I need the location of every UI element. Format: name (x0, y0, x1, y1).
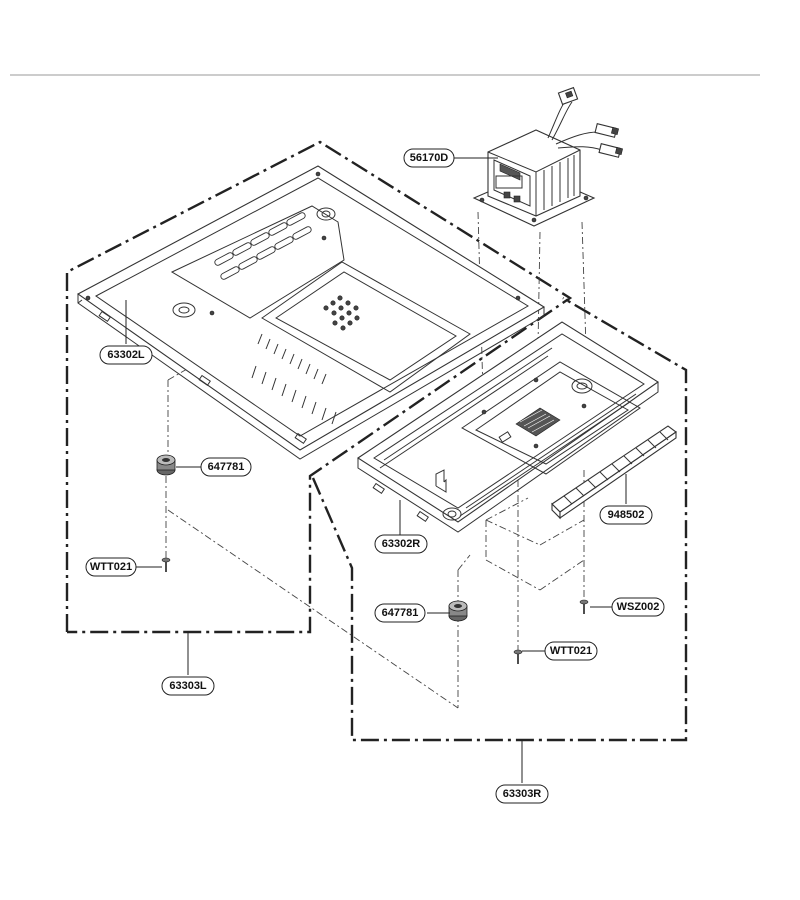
group-boundary-right (311, 296, 688, 742)
svg-text:948502: 948502 (608, 509, 645, 521)
screw-right (513, 649, 523, 664)
svg-text:63303R: 63303R (503, 788, 542, 800)
svg-text:63302L: 63302L (107, 349, 145, 361)
part-label-56170D: 56170D (403, 148, 455, 168)
svg-text:63303L: 63303L (169, 680, 207, 692)
svg-text:WTT021: WTT021 (90, 561, 132, 573)
part-label-WTT021-left: WTT021 (85, 557, 137, 577)
hole-grid-left (323, 295, 360, 331)
part-label-63302R: 63302R (374, 534, 428, 554)
svg-text:WSZ002: WSZ002 (617, 601, 660, 613)
part-label-63303R: 63303R (495, 784, 549, 804)
base-plate-left (76, 165, 546, 460)
part-label-647781-right: 647781 (374, 603, 426, 623)
foot-left (156, 454, 176, 476)
part-label-948502: 948502 (599, 505, 653, 525)
leader-lines (125, 157, 627, 783)
foot-right (448, 600, 468, 622)
svg-text:647781: 647781 (382, 607, 419, 619)
screw-left (161, 557, 171, 572)
transformer-laminations (543, 155, 575, 210)
spacer-bar (551, 425, 677, 520)
transformer (472, 86, 624, 227)
group-boundary-left (65, 140, 573, 634)
svg-text:63302R: 63302R (382, 538, 421, 550)
part-label-63302L: 63302L (99, 345, 153, 365)
base-plate-right (356, 321, 659, 533)
slot-vents-left (214, 212, 312, 280)
screw-wsz (579, 599, 589, 614)
part-label-WSZ002: WSZ002 (611, 597, 665, 617)
svg-text:WTT021: WTT021 (550, 645, 592, 657)
louvers-left (251, 333, 337, 425)
part-label-63303L: 63303L (161, 676, 215, 696)
grille-right (515, 407, 561, 437)
part-label-WTT021-right: WTT021 (544, 641, 598, 661)
svg-text:647781: 647781 (208, 461, 245, 473)
svg-text:56170D: 56170D (410, 152, 449, 164)
part-label-647781-left: 647781 (200, 457, 252, 477)
